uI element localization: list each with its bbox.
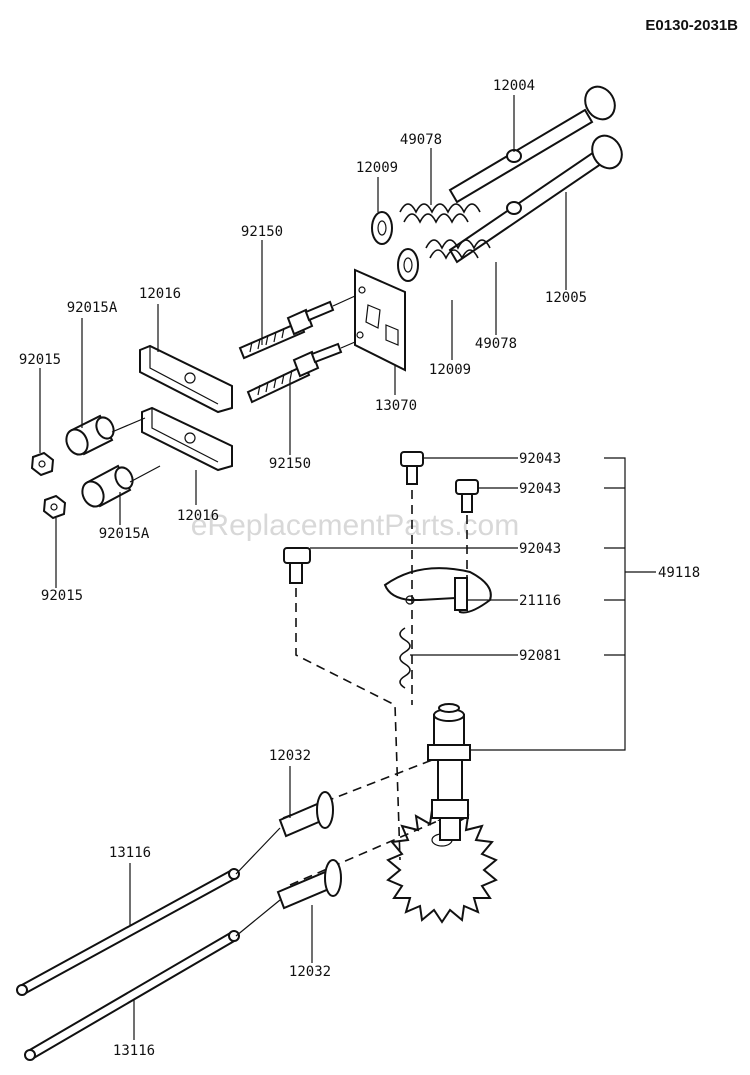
label-92043-lower: 92043 [519, 541, 561, 557]
label-92043-upper: 92043 [519, 451, 561, 467]
rocker-pivot-lower[interactable] [78, 464, 135, 510]
tappet-lower[interactable] [276, 859, 342, 910]
nut-lower[interactable] [42, 494, 67, 520]
adjusting-screw-upper[interactable] [238, 300, 335, 360]
label-12004: 12004 [493, 78, 535, 94]
adjusting-screw-lower[interactable] [246, 342, 343, 404]
governor-plate[interactable] [383, 567, 492, 614]
label-12032-upper: 12032 [269, 748, 311, 764]
label-13116-upper: 13116 [109, 845, 151, 861]
rocker-arm-upper[interactable] [139, 344, 233, 414]
camshaft[interactable] [427, 703, 471, 841]
label-49078-upper: 49078 [400, 132, 442, 148]
spring-retainer-lower[interactable] [397, 248, 419, 282]
label-92150-upper: 92150 [241, 224, 283, 240]
valve-12004[interactable] [448, 81, 621, 204]
label-92015-lower: 92015 [41, 588, 83, 604]
label-92015A-upper: 92015A [67, 300, 118, 316]
label-49078-lower: 49078 [475, 336, 517, 352]
rocker-arm-lower[interactable] [141, 406, 233, 472]
label-12032-lower: 12032 [289, 964, 331, 980]
breather-plate[interactable] [354, 268, 406, 372]
camshaft-gear[interactable] [386, 808, 498, 924]
leader-lines [39, 95, 656, 1040]
nut-upper[interactable] [30, 451, 55, 477]
label-12005: 12005 [545, 290, 587, 306]
tappet-upper[interactable] [278, 791, 334, 838]
bolt-92043-lower[interactable] [283, 547, 311, 584]
label-13116-lower: 13116 [113, 1043, 155, 1059]
valve-spring-upper[interactable] [399, 203, 481, 224]
bolt-92043-middle[interactable] [455, 479, 479, 513]
watermark: eReplacementParts.com [191, 509, 519, 542]
rocker-pivot-upper[interactable] [62, 414, 116, 458]
label-49118: 49118 [658, 565, 700, 581]
spring-retainer-upper[interactable] [371, 211, 393, 245]
label-92150-lower: 92150 [269, 456, 311, 472]
valve-spring-lower[interactable] [425, 239, 491, 260]
valve-12005[interactable] [448, 130, 628, 264]
label-92081: 92081 [519, 648, 561, 664]
label-12016-upper: 12016 [139, 286, 181, 302]
governor-spring[interactable] [399, 627, 411, 689]
push-rod-lower[interactable] [24, 930, 240, 1061]
bolt-92043-upper[interactable] [400, 451, 424, 485]
label-92015-upper: 92015 [19, 352, 61, 368]
label-92015A-lower: 92015A [99, 526, 150, 542]
diagram-code: E0130-2031B [645, 17, 738, 34]
push-rod-upper[interactable] [16, 868, 240, 996]
label-12009-lower: 12009 [429, 362, 471, 378]
label-13070: 13070 [375, 398, 417, 414]
label-92043-middle: 92043 [519, 481, 561, 497]
label-12016-lower: 12016 [177, 508, 219, 524]
label-12009-upper: 12009 [356, 160, 398, 176]
label-21116: 21116 [519, 593, 561, 609]
